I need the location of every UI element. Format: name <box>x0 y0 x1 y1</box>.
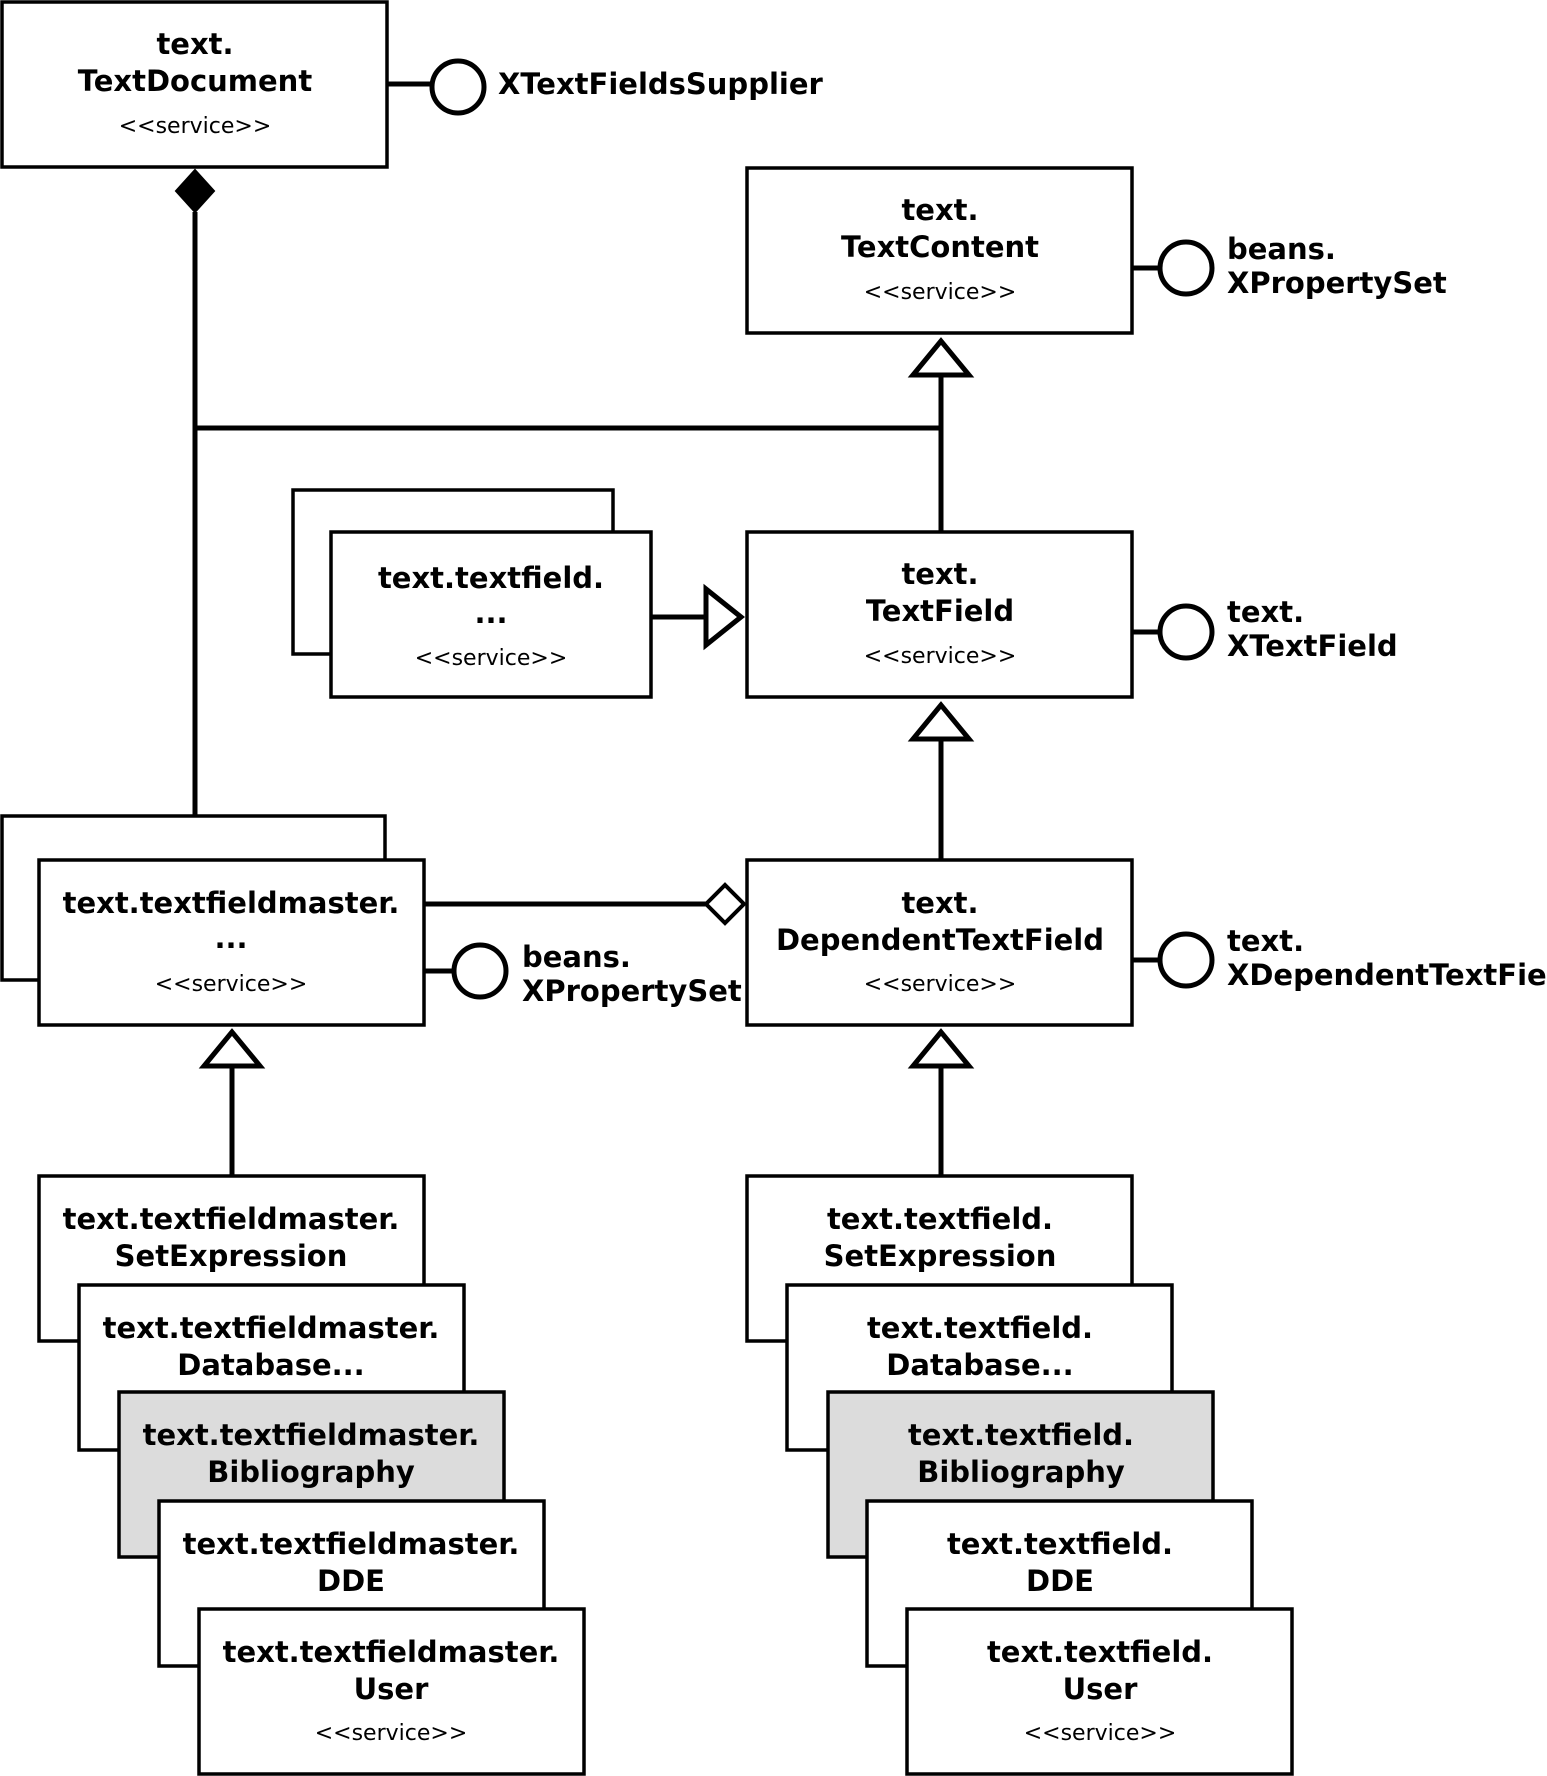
service-stereotype: <<service>> <box>415 646 568 671</box>
card-name: SetExpression <box>824 1239 1057 1273</box>
master-stack: text.textfieldmaster. SetExpression text… <box>37 1174 586 1776</box>
service-package: text. <box>901 557 978 591</box>
service-box <box>329 530 653 699</box>
interface-label-xdependent-pkg: text. <box>1227 924 1304 958</box>
arrowheads <box>174 168 975 1069</box>
card-name: Bibliography <box>207 1455 415 1489</box>
card-box <box>197 1607 586 1776</box>
service-textfieldmaster-generic: text.textfieldmaster. ... <<service>> <box>0 814 426 1027</box>
card-package: text.textfieldmaster. <box>183 1527 520 1561</box>
card-package: text.textfieldmaster. <box>223 1635 560 1669</box>
service-stereotype: <<service>> <box>864 280 1017 305</box>
interface-label-content-propset: XPropertySet <box>1227 266 1447 300</box>
service-name: ... <box>474 596 507 630</box>
service-package: text.textfield. <box>378 561 604 595</box>
interface-lollipops <box>429 58 1215 1000</box>
interface-label-supplier: XTextFieldsSupplier <box>498 67 824 101</box>
interface-circle-supplier <box>429 58 487 116</box>
aggregation-diamond <box>703 882 747 926</box>
service-box <box>745 166 1134 335</box>
interface-label-xdependent: XDependentTextField <box>1227 958 1547 992</box>
interface-label-master-propset: XPropertySet <box>522 974 742 1008</box>
card-name: Database... <box>886 1348 1073 1382</box>
card-package: text.textfield. <box>867 1311 1093 1345</box>
service-box <box>745 858 1134 1027</box>
composition-diamond <box>174 168 216 214</box>
field-card-user: text.textfield. User <<service>> <box>905 1607 1294 1776</box>
card-name: DDE <box>317 1564 385 1598</box>
service-package: text.textfieldmaster. <box>63 886 400 920</box>
service-package: text. <box>156 27 233 61</box>
service-stereotype: <<service>> <box>155 972 308 997</box>
card-package: text.textfieldmaster. <box>103 1311 440 1345</box>
service-text-content: text. TextContent <<service>> <box>745 166 1134 335</box>
interface-circle-xtextfield <box>1157 603 1215 661</box>
service-stereotype: <<service>> <box>119 114 272 139</box>
card-name: SetExpression <box>115 1239 348 1273</box>
service-stereotype: <<service>> <box>864 644 1017 669</box>
interface-label-xtextfield-pkg: text. <box>1227 595 1304 629</box>
interface-label-master-propset-pkg: beans. <box>522 940 631 974</box>
interface-labels: XTextFieldsSupplier beans. XPropertySet … <box>498 67 1547 1008</box>
card-box <box>905 1607 1294 1776</box>
inherit-arrow-textcontent <box>907 337 975 378</box>
service-name: TextContent <box>841 230 1039 264</box>
card-name: DDE <box>1026 1564 1094 1598</box>
card-stereotype: <<service>> <box>1024 1721 1177 1746</box>
card-name: Database... <box>177 1348 364 1382</box>
service-text-field-generic: text.textfield. ... <<service>> <box>291 488 653 699</box>
interface-label-content-propset-pkg: beans. <box>1227 232 1336 266</box>
master-card-user: text.textfieldmaster. User <<service>> <box>197 1607 586 1776</box>
interface-label-xtextfield: XTextField <box>1227 629 1398 663</box>
service-box <box>745 530 1134 699</box>
connectors <box>192 81 1160 1176</box>
interface-circle-content-propset <box>1157 239 1215 297</box>
card-name: Bibliography <box>917 1455 1125 1489</box>
service-dependent-text-field: text. DependentTextField <<service>> <box>745 858 1134 1027</box>
card-stereotype: <<service>> <box>315 1721 468 1746</box>
service-text-field: text. TextField <<service>> <box>745 530 1134 699</box>
card-package: text.textfield. <box>908 1418 1134 1452</box>
inherit-arrow-textfield-side <box>703 583 746 651</box>
inherit-arrow-dependent <box>907 1028 975 1069</box>
service-package: text. <box>901 886 978 920</box>
service-name: ... <box>214 921 247 955</box>
card-name: User <box>354 1672 429 1706</box>
service-package: text. <box>901 193 978 227</box>
card-name: User <box>1063 1672 1138 1706</box>
service-box <box>0 0 389 169</box>
service-text-document: text. TextDocument <<service>> <box>0 0 389 169</box>
service-stereotype: <<service>> <box>864 972 1017 997</box>
card-package: text.textfieldmaster. <box>63 1202 400 1236</box>
inherit-arrow-textfield <box>907 701 975 742</box>
card-package: text.textfield. <box>947 1527 1173 1561</box>
service-name: TextDocument <box>78 64 313 98</box>
interface-circle-xdependent <box>1157 931 1215 989</box>
interface-circle-master-propset <box>451 942 509 1000</box>
service-name: TextField <box>866 594 1014 628</box>
field-stack: text.textfield. SetExpression text.textf… <box>745 1174 1294 1776</box>
inherit-arrow-textfieldmaster <box>198 1028 266 1069</box>
card-package: text.textfield. <box>987 1635 1213 1669</box>
card-package: text.textfieldmaster. <box>143 1418 480 1452</box>
card-package: text.textfield. <box>827 1202 1053 1236</box>
service-name: DependentTextField <box>776 923 1104 957</box>
service-box <box>37 858 426 1027</box>
